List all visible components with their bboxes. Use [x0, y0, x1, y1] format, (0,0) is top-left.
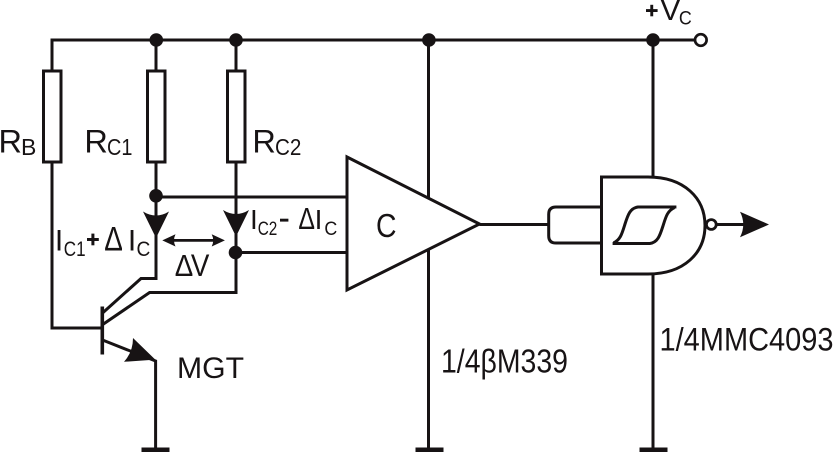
svg-text:C2: C2: [258, 218, 278, 240]
svg-text:MGT: MGT: [177, 352, 244, 385]
svg-text:C: C: [324, 218, 337, 240]
svg-text:I: I: [315, 204, 323, 235]
svg-text:1/4βM339: 1/4βM339: [441, 342, 568, 379]
svg-text:Δ: Δ: [298, 201, 315, 236]
svg-text:R: R: [84, 124, 107, 160]
svg-text:B: B: [21, 134, 36, 160]
svg-text:C1: C1: [64, 237, 86, 261]
svg-text:R: R: [0, 124, 22, 160]
svg-text:C: C: [137, 237, 151, 261]
svg-text:C: C: [376, 208, 397, 245]
svg-text:V: V: [191, 247, 210, 283]
svg-text:1/4MMC4093: 1/4MMC4093: [660, 322, 834, 358]
svg-text:C2: C2: [275, 134, 301, 160]
svg-text:I: I: [250, 204, 258, 235]
svg-text:C: C: [679, 7, 692, 29]
svg-text:I: I: [128, 224, 136, 257]
svg-text:R: R: [252, 124, 275, 160]
svg-text:V: V: [660, 0, 680, 27]
svg-text:Δ: Δ: [104, 220, 123, 258]
svg-text:I: I: [55, 224, 63, 257]
svg-text:C1: C1: [107, 134, 132, 160]
svg-text:Δ: Δ: [175, 248, 194, 283]
